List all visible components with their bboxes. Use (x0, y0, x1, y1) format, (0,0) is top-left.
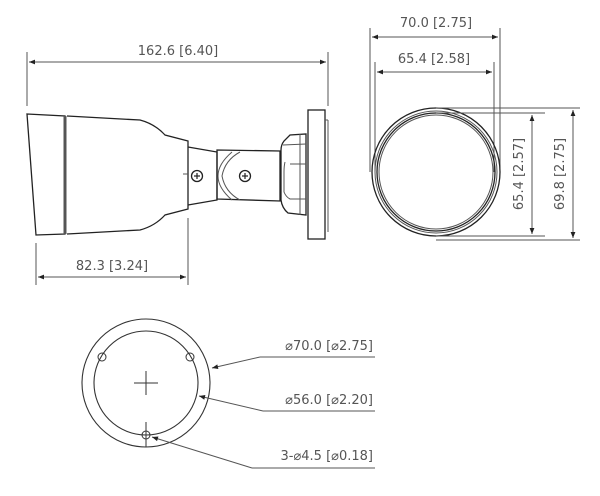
inner-height-dimension: 65.4 [2.57] (512, 115, 535, 234)
outer-diameter-callout: ⌀70.0 [⌀2.75] (211, 339, 375, 369)
screw-icon (190, 169, 204, 183)
side-view: 162.6 [6.40] (26, 44, 329, 285)
outer-height-label: 69.8 [2.75] (553, 138, 568, 210)
holes-callout: 3-⌀4.5 [⌀0.18] (151, 436, 375, 469)
outer-width-label: 70.0 [2.75] (400, 16, 472, 31)
mount-view: ⌀70.0 [⌀2.75] ⌀56.0 [⌀2.20] 3-⌀4.5 [⌀0.1… (81, 318, 375, 469)
front-view: 70.0 [2.75] 65.4 [2.58] 65.4 [2.57] 69.8… (369, 16, 580, 241)
outer-diameter-label: ⌀70.0 [⌀2.75] (285, 339, 373, 354)
inner-width-label: 65.4 [2.58] (398, 52, 470, 67)
camera-body (26, 109, 329, 240)
bolt-circle-callout: ⌀56.0 [⌀2.20] (198, 393, 375, 412)
overall-length-label: 162.6 [6.40] (138, 44, 218, 59)
lens-ring (371, 107, 501, 237)
body-length-label: 82.3 [3.24] (76, 259, 148, 274)
screw-icon (238, 169, 252, 183)
body-length-dimension: 82.3 [3.24] (35, 218, 189, 285)
overall-length-dimension: 162.6 [6.40] (26, 44, 329, 106)
center-mark-icon (134, 371, 158, 395)
holes-label: 3-⌀4.5 [⌀0.18] (280, 449, 373, 464)
inner-width-dimension: 65.4 [2.58] (377, 52, 492, 75)
outer-height-dimension: 69.8 [2.75] (553, 110, 576, 238)
mount-hole (185, 352, 195, 362)
bolt-circle-label: ⌀56.0 [⌀2.20] (285, 393, 373, 408)
inner-height-label: 65.4 [2.57] (512, 138, 527, 210)
mount-hole (97, 352, 107, 362)
outer-width-dimension: 70.0 [2.75] (372, 16, 498, 40)
